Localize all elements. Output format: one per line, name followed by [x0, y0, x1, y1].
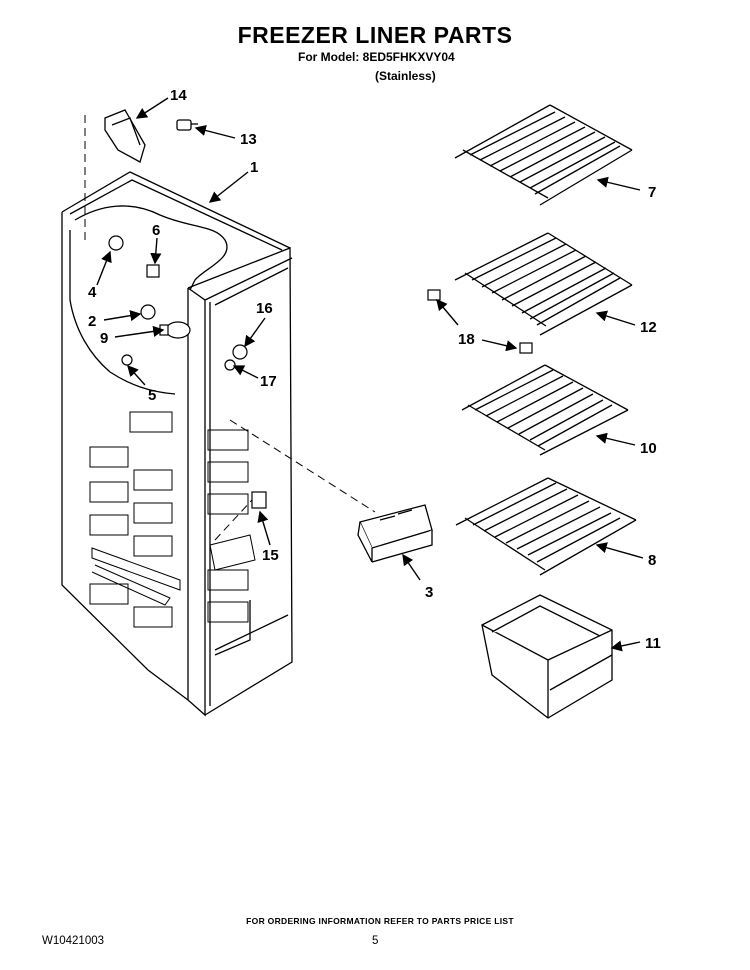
callout-4: 4	[88, 284, 97, 301]
part-13-screw	[176, 119, 198, 131]
callout-2: 2	[88, 313, 96, 330]
callout-6: 6	[152, 222, 160, 239]
callout-16: 16	[256, 300, 273, 317]
assembly-dashed-lines	[84, 115, 376, 541]
callout-5: 5	[148, 387, 156, 404]
callout-labels: 1 2 3 4 5 6 7 8 9 10 11 12 13 14 15 16 1…	[88, 87, 661, 652]
callout-7: 7	[648, 184, 656, 201]
model-variant: (Stainless)	[375, 69, 436, 83]
part-2-socket	[140, 304, 156, 320]
part-8-shelf	[455, 477, 637, 576]
callout-10: 10	[640, 440, 657, 457]
page-title: FREEZER LINER PARTS	[237, 22, 513, 48]
callout-leaders	[96, 97, 644, 652]
callout-13: 13	[240, 131, 257, 148]
callout-14: 14	[170, 87, 187, 104]
callout-18: 18	[458, 331, 475, 348]
part-18-stud	[427, 289, 533, 354]
part-4-knob	[108, 235, 124, 251]
callout-12: 12	[640, 319, 657, 336]
part-12-shelf	[454, 232, 633, 336]
part-7-shelf	[454, 104, 633, 206]
part-6-clip	[146, 264, 160, 278]
ordering-note: FOR ORDERING INFORMATION REFER TO PARTS …	[246, 916, 514, 926]
part-9-bulb	[159, 321, 191, 339]
callout-17: 17	[260, 373, 277, 390]
part-16-17-hardware	[224, 344, 248, 371]
document-number: W10421003	[42, 935, 105, 947]
callout-15: 15	[262, 547, 279, 564]
freezer-liner	[61, 171, 293, 717]
callout-3: 3	[425, 584, 433, 601]
callout-8: 8	[648, 552, 656, 569]
part-5-fastener	[121, 354, 133, 366]
liner-vent-slots	[89, 411, 256, 628]
part-3-cover	[357, 504, 433, 563]
callout-9: 9	[100, 330, 108, 347]
model-number: For Model: 8ED5FHKXVY04	[298, 50, 455, 64]
callout-1: 1	[250, 159, 258, 176]
part-11-bin	[481, 594, 613, 719]
page-number: 5	[372, 935, 379, 947]
part-15-connector	[251, 491, 267, 509]
part-10-shelf	[461, 364, 629, 456]
callout-11: 11	[645, 635, 661, 652]
part-14-bracket	[104, 109, 146, 163]
